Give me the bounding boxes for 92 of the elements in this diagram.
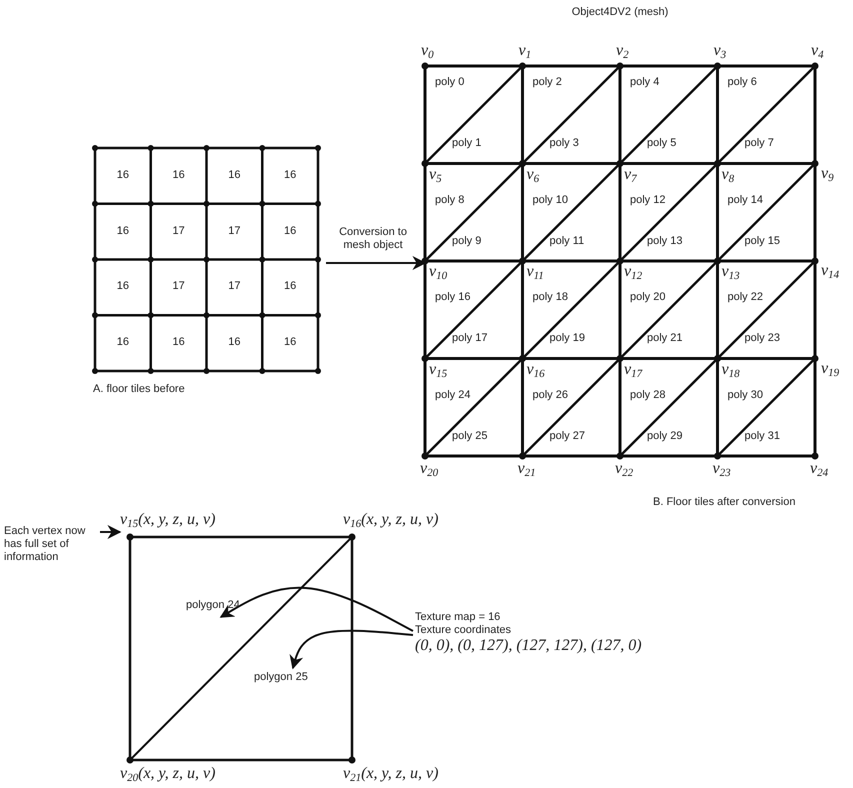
polygon-label: poly 11 [550,234,584,248]
polygon-label: poly 31 [744,430,780,442]
tile-grid-drawing [91,144,322,375]
texture-label: Texture map = 16 Texture coordinates [415,611,512,637]
polygon-label: poly 6 [728,76,757,89]
vertex-label: v$_{3}$ [714,42,726,60]
tile-number: 16 [283,224,298,238]
vertex-label: v$_{18}$ [722,360,740,378]
polygon-label: poly 7 [744,137,774,150]
vertex-label: v$_{14}$ [821,262,840,280]
vertex-label: v$_{15}$ [429,360,448,378]
polygon-label: poly 0 [435,76,464,89]
polygon-label: poly 12 [630,194,666,206]
polygon-label: poly 14 [728,194,763,206]
polygon-label: poly 8 [435,194,464,206]
vertex-label: v$_{22}$ [615,460,634,478]
polygon-label: poly 22 [728,291,763,304]
polygon-label: poly 17 [452,332,488,345]
polygon-label: poly 21 [647,332,682,345]
polygon-label: poly 29 [647,430,682,442]
tile-number: 17 [172,224,186,238]
arrow [100,525,122,539]
tile-number: 16 [172,168,186,182]
vertex-label: v$_{20}$ [420,460,438,478]
tile-number: 16 [283,336,298,350]
caption: A. floor tiles before [93,383,185,396]
vertex-label: v$_{4}$ [811,42,824,60]
vertex-label: v$_{6}$ [526,166,540,184]
texture-coordinates: (0, 0), (0, 127), (127, 127), (127, 0) [415,637,643,655]
vertex-label: v$_{15}$(x, y, z, u, v) [120,511,216,529]
vertex-label: v$_{19}$ [821,360,840,378]
polygon-label: poly 10 [532,194,568,206]
arrow [220,586,414,632]
arrow [290,630,414,670]
vertex-label: v$_{20}$(x, y, z, u, v) [120,765,216,783]
polygon-label: poly 1 [452,137,482,150]
polygon-label: poly 16 [435,291,470,304]
vertex-label: v$_{13}$ [722,263,740,281]
vertex-label: v$_{9}$ [821,164,834,182]
tile-number: 16 [227,168,242,182]
vertex-label: v$_{5}$ [429,166,442,184]
vertex-label: v$_{16}$ [526,360,545,378]
tile-number: 16 [116,224,130,238]
polygon-label: poly 28 [630,388,666,402]
polygon-label: poly 2 [532,76,562,89]
arrow [326,256,426,270]
note-text: Each vertex now has full set of information [4,525,100,564]
polygon-label: poly 27 [550,430,585,442]
polygon-label: poly 19 [550,332,585,345]
tile-number: 16 [283,168,298,182]
tile-number: 16 [283,280,298,294]
vertex-label: v$_{21}$ [518,460,536,478]
polygon-label: poly 26 [532,388,568,402]
vertex-label: v$_{1}$ [518,42,532,60]
tile-number: 17 [227,224,242,238]
polygon-label: poly 18 [532,291,568,304]
polygon-label: poly 9 [452,234,482,248]
polygon-label: poly 3 [550,137,579,150]
polygon-label: poly 24 [435,388,470,402]
vertex-label: v$_{10}$ [429,263,448,281]
vertex-label: v$_{2}$ [616,42,629,60]
tile-number: 16 [116,336,130,350]
polygon-label: poly 25 [452,430,488,442]
polygon-label: polygon 24 [186,599,240,612]
caption: B. Floor tiles after conversion [653,496,796,509]
polygon-label: poly 4 [630,76,660,89]
vertex-label: v$_{17}$ [624,360,642,378]
diagram-heading: Object4DV2 (mesh) [570,6,670,19]
vertex-label: v$_{16}$(x, y, z, u, v) [343,511,438,529]
polygon-label: poly 13 [647,234,682,248]
polygon-label: poly 20 [630,291,666,304]
vertex-label: v$_{8}$ [722,166,734,184]
vertex-label: v$_{21}$(x, y, z, u, v) [343,765,438,783]
vertex-label: v$_{11}$ [526,263,544,281]
polygon-label: poly 15 [744,234,780,248]
polygon-label: poly 30 [728,388,763,402]
tile-number: 16 [116,280,130,294]
vertex-label: v$_{12}$ [624,263,642,281]
polygon-label: poly 5 [647,137,676,150]
tile-number: 16 [227,336,242,350]
polygon-square-drawing [126,533,356,764]
polygon-label: polygon 25 [254,671,308,684]
polygon-label: poly 23 [744,332,780,345]
vertex-label: v$_{7}$ [624,166,637,184]
tile-number: 17 [172,280,186,294]
vertex-label: v$_{0}$ [421,42,434,60]
vertex-label: v$_{24}$ [810,460,828,478]
tile-number: 16 [116,168,130,182]
vertex-label: v$_{23}$ [712,460,731,478]
tile-number: 16 [172,336,186,350]
mesh-grid-drawing [421,62,819,460]
tile-number: 17 [227,280,242,294]
